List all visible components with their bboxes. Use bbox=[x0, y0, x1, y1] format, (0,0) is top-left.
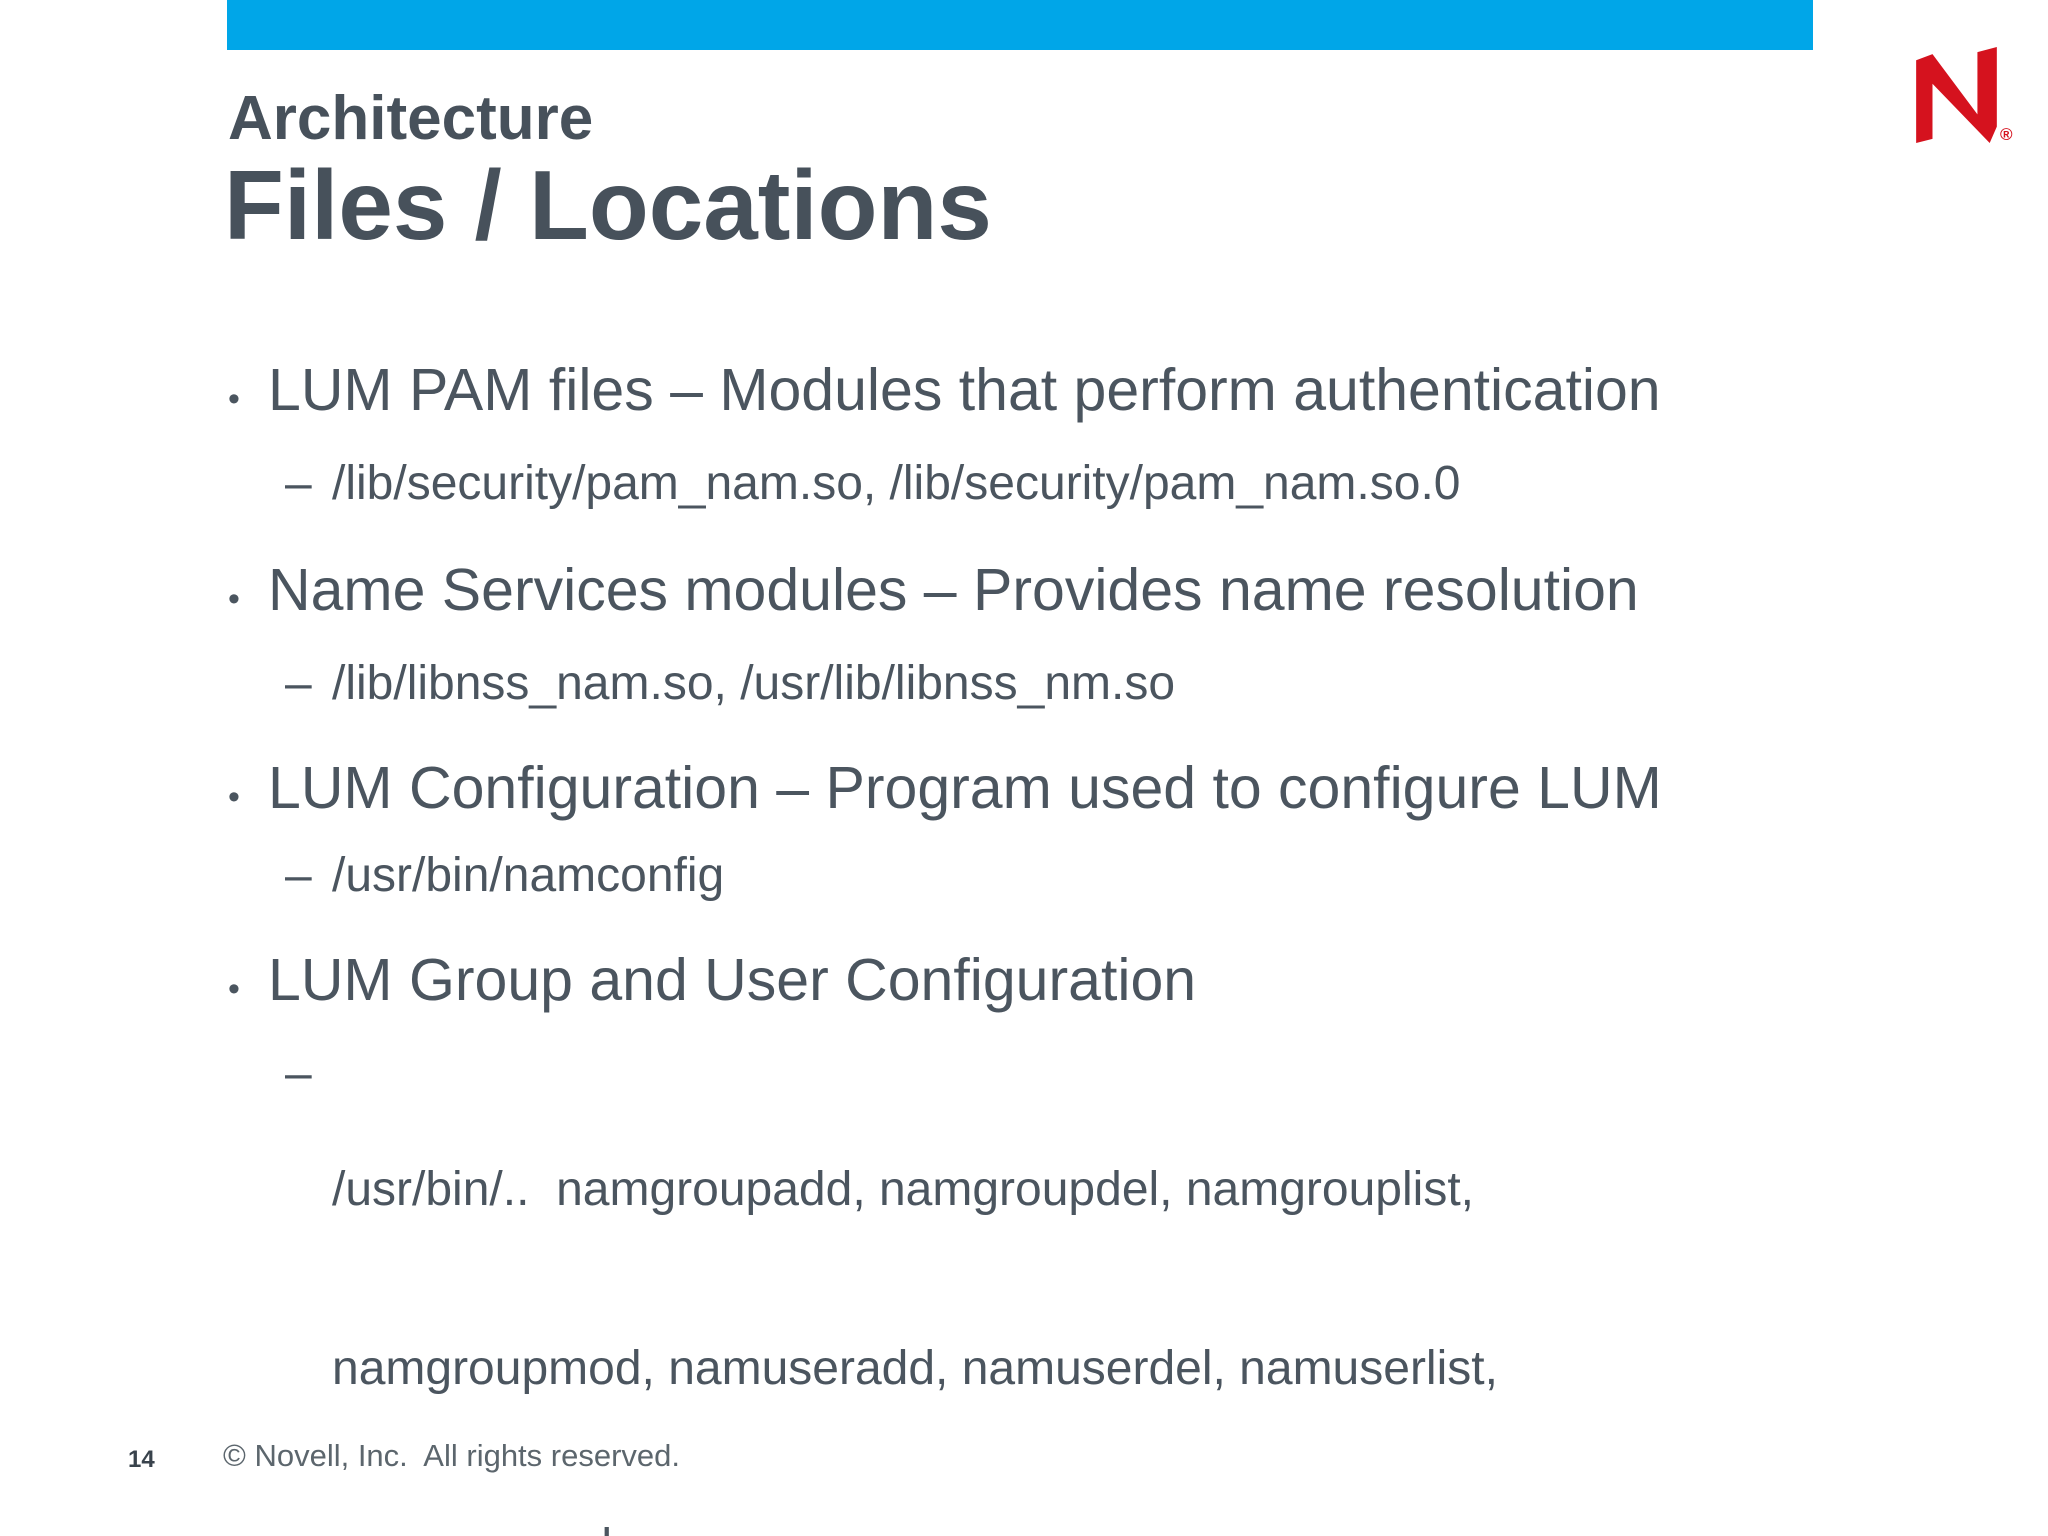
bullet-dot: • bbox=[228, 580, 240, 618]
sub-bullet-label: /lib/security/pam_nam.so, /lib/security/… bbox=[332, 457, 1461, 510]
bullet-item: • LUM Configuration – Program used to co… bbox=[228, 756, 1978, 821]
sub-bullet-dash: – bbox=[285, 849, 312, 902]
copyright-notice: © Novell, Inc. All rights reserved. bbox=[223, 1438, 681, 1473]
bullet-item: • Name Services modules – Provides name … bbox=[228, 558, 1978, 623]
accent-bar bbox=[227, 0, 1813, 50]
bullet-label: LUM PAM files – Modules that perform aut… bbox=[268, 357, 1661, 423]
bullet-dot: • bbox=[228, 380, 240, 418]
sub-bullet-dash: – bbox=[285, 457, 312, 510]
page-title: Files / Locations bbox=[224, 150, 992, 260]
bullet-dot: • bbox=[228, 778, 240, 816]
sub-bullet-label: /usr/bin/.. namgroupadd, namgroupdel, na… bbox=[332, 1046, 1498, 1536]
novell-logo: ® bbox=[1916, 47, 2016, 147]
sub-bullet-line: namusermod bbox=[332, 1513, 1498, 1536]
sub-bullet-dash: – bbox=[285, 657, 312, 710]
sub-bullet-item: – /usr/bin/namconfig bbox=[285, 848, 1785, 903]
bullet-label: LUM Group and User Configuration bbox=[268, 947, 1197, 1013]
sub-bullet-dash: – bbox=[285, 1047, 312, 1100]
bullet-item: • LUM PAM files – Modules that perform a… bbox=[228, 358, 1978, 423]
bullet-label: LUM Configuration – Program used to conf… bbox=[268, 755, 1662, 821]
sub-bullet-item: – /lib/security/pam_nam.so, /lib/securit… bbox=[285, 456, 1785, 511]
novell-n-icon bbox=[1916, 47, 2016, 143]
sub-bullet-item: – /usr/bin/.. namgroupadd, namgroupdel, … bbox=[285, 1046, 1785, 1536]
bullet-item: • LUM Group and User Configuration bbox=[228, 948, 1978, 1013]
bullet-dot: • bbox=[228, 970, 240, 1008]
bullet-label: Name Services modules – Provides name re… bbox=[268, 557, 1639, 623]
page-number: 14 bbox=[128, 1446, 155, 1473]
sub-bullet-line: /usr/bin/.. namgroupadd, namgroupdel, na… bbox=[332, 1163, 1474, 1217]
sub-bullet-line: namgroupmod, namuseradd, namuserdel, nam… bbox=[332, 1341, 1498, 1395]
registered-trademark: ® bbox=[2000, 125, 2013, 144]
sub-bullet-item: – /lib/libnss_nam.so, /usr/lib/libnss_nm… bbox=[285, 656, 1785, 711]
slide-kicker: Architecture bbox=[228, 84, 594, 153]
sub-bullet-label: /usr/bin/namconfig bbox=[332, 849, 725, 902]
sub-bullet-label: /lib/libnss_nam.so, /usr/lib/libnss_nm.s… bbox=[332, 657, 1176, 710]
